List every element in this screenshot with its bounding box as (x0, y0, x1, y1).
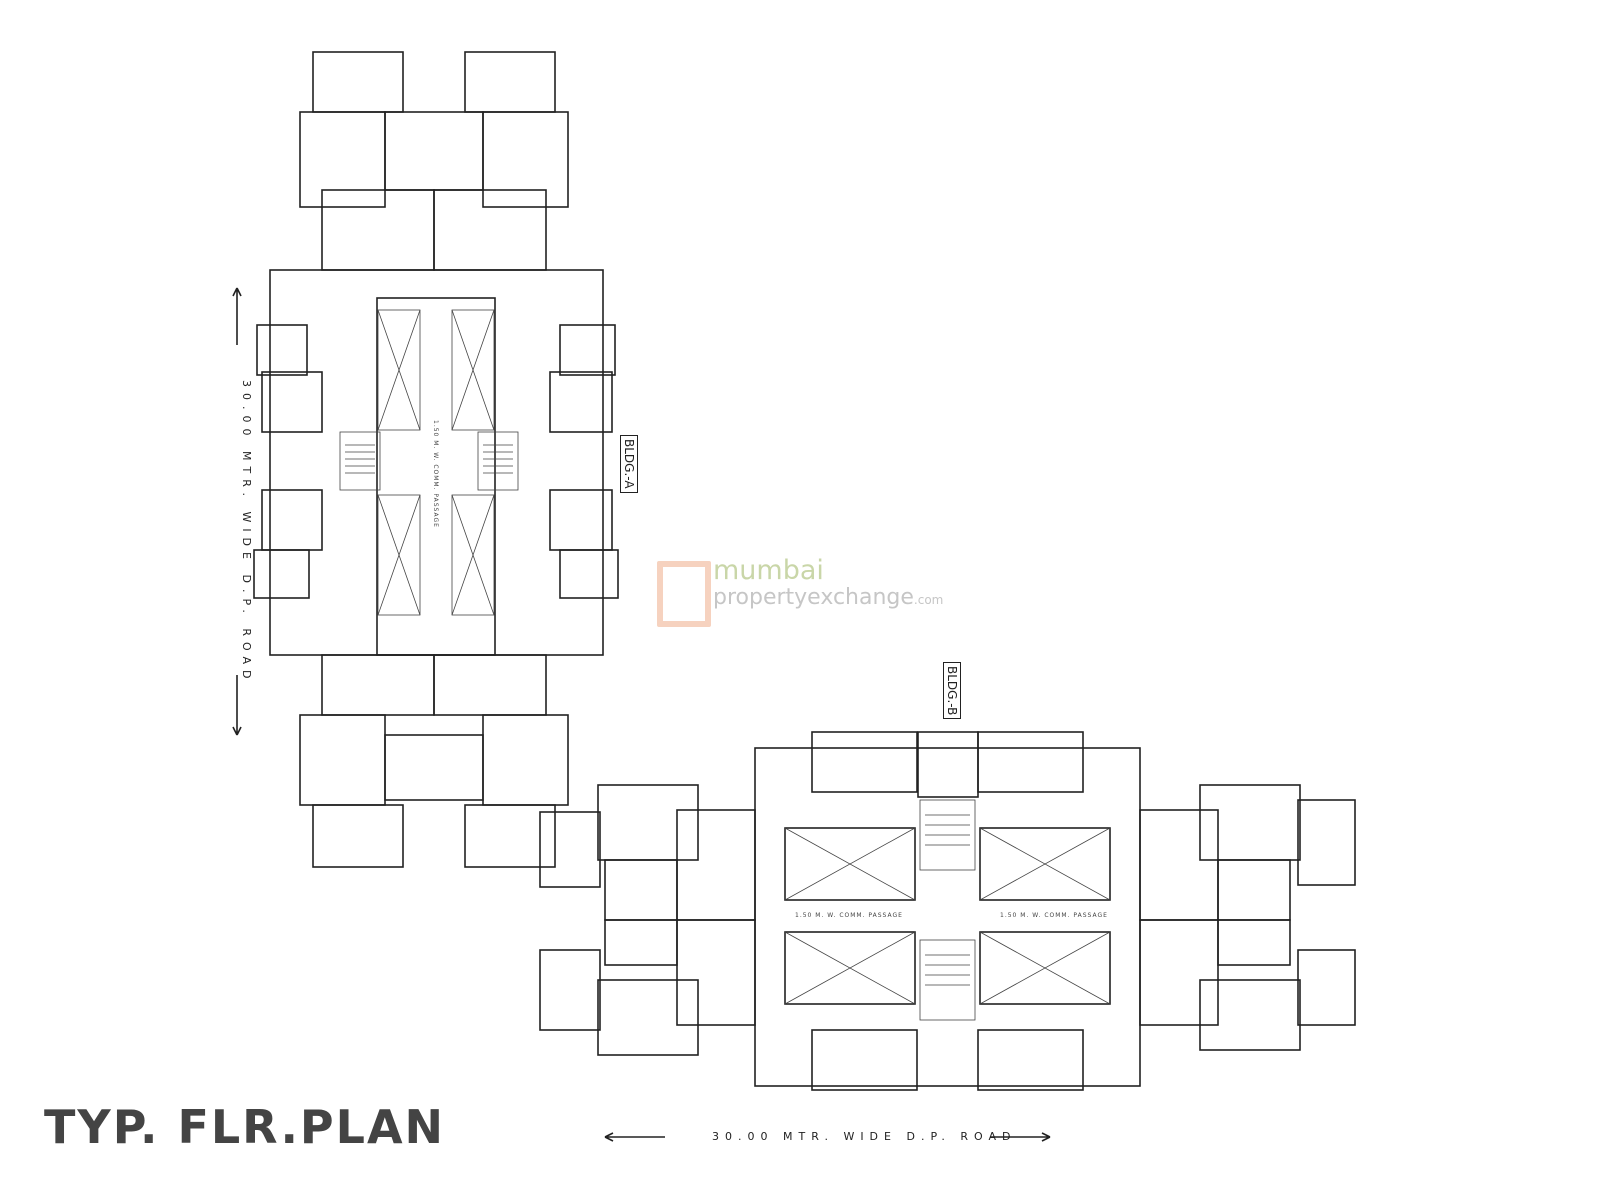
passage-label-right: 1.50 M. W. COMM. PASSAGE (1000, 912, 1108, 919)
watermark-box-icon (657, 561, 711, 627)
road-label-left: 30.00 MTR. WIDE D.P. ROAD (240, 380, 253, 685)
building-b-plan (539, 731, 1356, 1091)
watermark-line1: mumbai (713, 555, 824, 586)
watermark-name: propertyexchange (713, 585, 914, 610)
building-b-label: BLDG.-B (943, 662, 961, 720)
road-label-bottom: 30.00 MTR. WIDE D.P. ROAD (712, 1130, 1017, 1143)
watermark-suffix: .com (913, 593, 944, 607)
building-a-label: BLDG.-A (620, 435, 638, 493)
watermark-logo: mumbai propertyexchange.com (655, 555, 943, 627)
watermark-line2: propertyexchange.com (713, 585, 943, 610)
page-title: TYP. FLR.PLAN (44, 1100, 446, 1154)
building-a-plan (253, 51, 619, 868)
passage-label-left: 1.50 M. W. COMM. PASSAGE (795, 912, 903, 919)
road-arrows (232, 287, 1051, 1142)
passage-label-a: 1.50 M. W. COMM. PASSAGE (432, 420, 439, 528)
